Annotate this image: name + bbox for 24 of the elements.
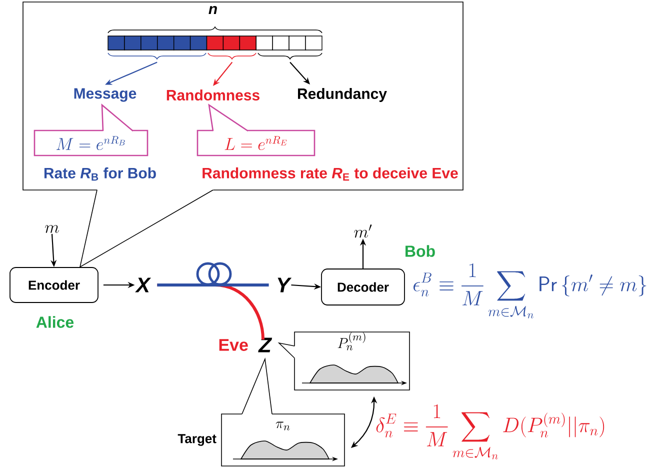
formula-callout: $M = e^{nR_B}$ xyxy=(34,104,148,156)
input-symbol: $m$ xyxy=(45,225,59,233)
decoder-box: Decoder xyxy=(321,268,405,306)
message-label: Message xyxy=(74,88,136,102)
encoder-box: Encoder xyxy=(10,267,98,303)
output-symbol: $m'$ xyxy=(354,224,372,238)
divergence-formula: $\delta_n^E \equiv \frac{1}{M}\sum_{m\in\mathcal{M}_n}D(P_n^{(m)}||\pi_n)$ xyxy=(376,404,604,460)
node-label: Eve xyxy=(219,339,248,351)
error-formula: $\epsilon_n^B \equiv \frac{1}{M}\sum_{m\in\mathcal{M}_n}\mathsf{Pr}\left\{m'\neq m\right\}$ xyxy=(414,263,646,318)
randomness-label: Randomness xyxy=(166,90,260,100)
channel-symbol: Y xyxy=(278,278,292,292)
node-label: Alice xyxy=(36,316,74,328)
bit-sequence-bar xyxy=(108,36,322,50)
node-label: Rate R$_{B}$ for Bob xyxy=(44,167,156,181)
variable-label: n xyxy=(208,6,217,14)
node-label: Bob xyxy=(406,245,435,257)
distribution-plot: $\pi_n$ xyxy=(221,357,345,466)
distribution-plot: $P_n^{(m)}$ xyxy=(278,332,410,390)
channel-symbol: X xyxy=(135,278,152,292)
redundancy-label: Redundancy xyxy=(298,88,387,102)
node-label: Randomness rate R$_{E}$ to deceive Eve xyxy=(202,167,458,181)
fiber-line xyxy=(157,284,269,286)
formula-callout: $L = e^{nR_E}$ xyxy=(196,104,316,156)
node-label: Target xyxy=(178,434,216,446)
